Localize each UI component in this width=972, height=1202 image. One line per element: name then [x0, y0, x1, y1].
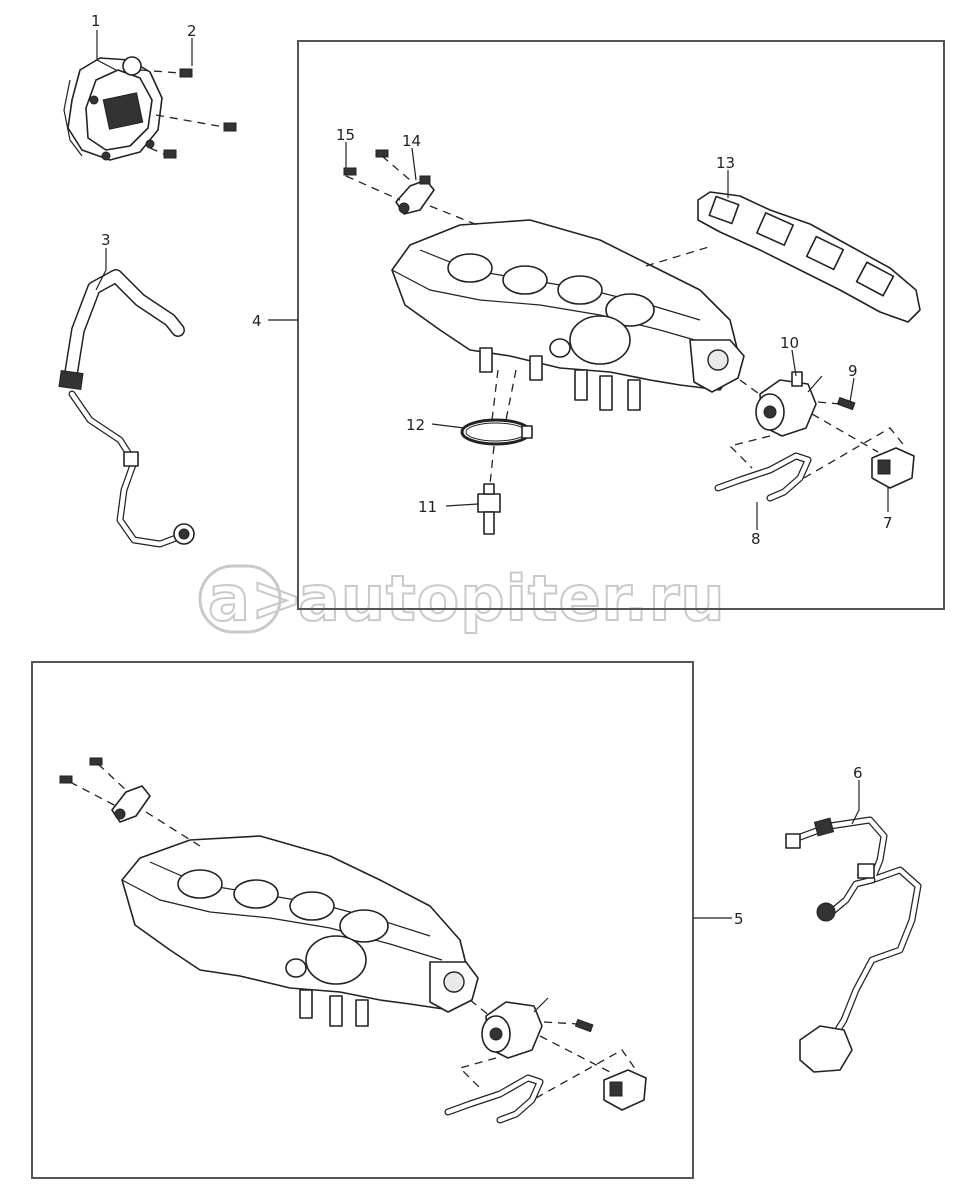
callout-2: 2: [187, 22, 197, 40]
watermark-text: autopiter.ru: [298, 562, 726, 635]
actuator-lower: [481, 997, 594, 1059]
assembly-lines-upper: [345, 155, 907, 485]
callout-1: 1: [91, 12, 101, 30]
watermark: a> autopiter.ru: [198, 561, 726, 636]
callout-12: 12: [406, 416, 425, 434]
screw-9: [836, 396, 856, 411]
screw-15: [343, 149, 389, 176]
vacuum-pump-bolts: [139, 68, 237, 159]
connector-7: [871, 447, 915, 489]
callout-5: 5: [734, 910, 744, 928]
callout-labels: 1 2 3 4 5 6 7 8 9 10 11 12 13 14 15: [91, 12, 893, 928]
sensor-14: [395, 175, 435, 215]
hose-lower: [444, 1074, 544, 1124]
callout-9: 9: [848, 362, 858, 380]
connector-lower: [603, 1069, 647, 1111]
callout-10: 10: [780, 334, 799, 352]
assembly-frame-5: [31, 661, 694, 1179]
hose-8: [714, 452, 812, 502]
tube-6: [785, 816, 922, 1073]
intake-manifold-upper: [391, 219, 745, 411]
callout-4: 4: [252, 312, 262, 330]
callout-14: 14: [402, 132, 421, 150]
vacuum-pump: [63, 56, 163, 161]
valve-11: [477, 483, 501, 535]
assembly-lines-lower: [69, 763, 637, 1099]
callout-15: 15: [336, 126, 355, 144]
sensor-lower: [59, 757, 151, 823]
intake-manifold-lower: [121, 835, 479, 1027]
callout-3: 3: [101, 231, 111, 249]
assembly-frame-4: [297, 40, 945, 610]
vacuum-hose: [58, 269, 195, 548]
watermark-logo: a>: [208, 562, 304, 635]
callout-6: 6: [853, 764, 863, 782]
callout-8: 8: [751, 530, 761, 548]
actuator-10: [755, 371, 823, 437]
clamp-12: [460, 418, 533, 446]
callout-7: 7: [883, 514, 893, 532]
manifold-gasket: [697, 191, 921, 323]
callout-11: 11: [418, 498, 437, 516]
callout-13: 13: [716, 154, 735, 172]
leader-lines: [95, 30, 889, 919]
